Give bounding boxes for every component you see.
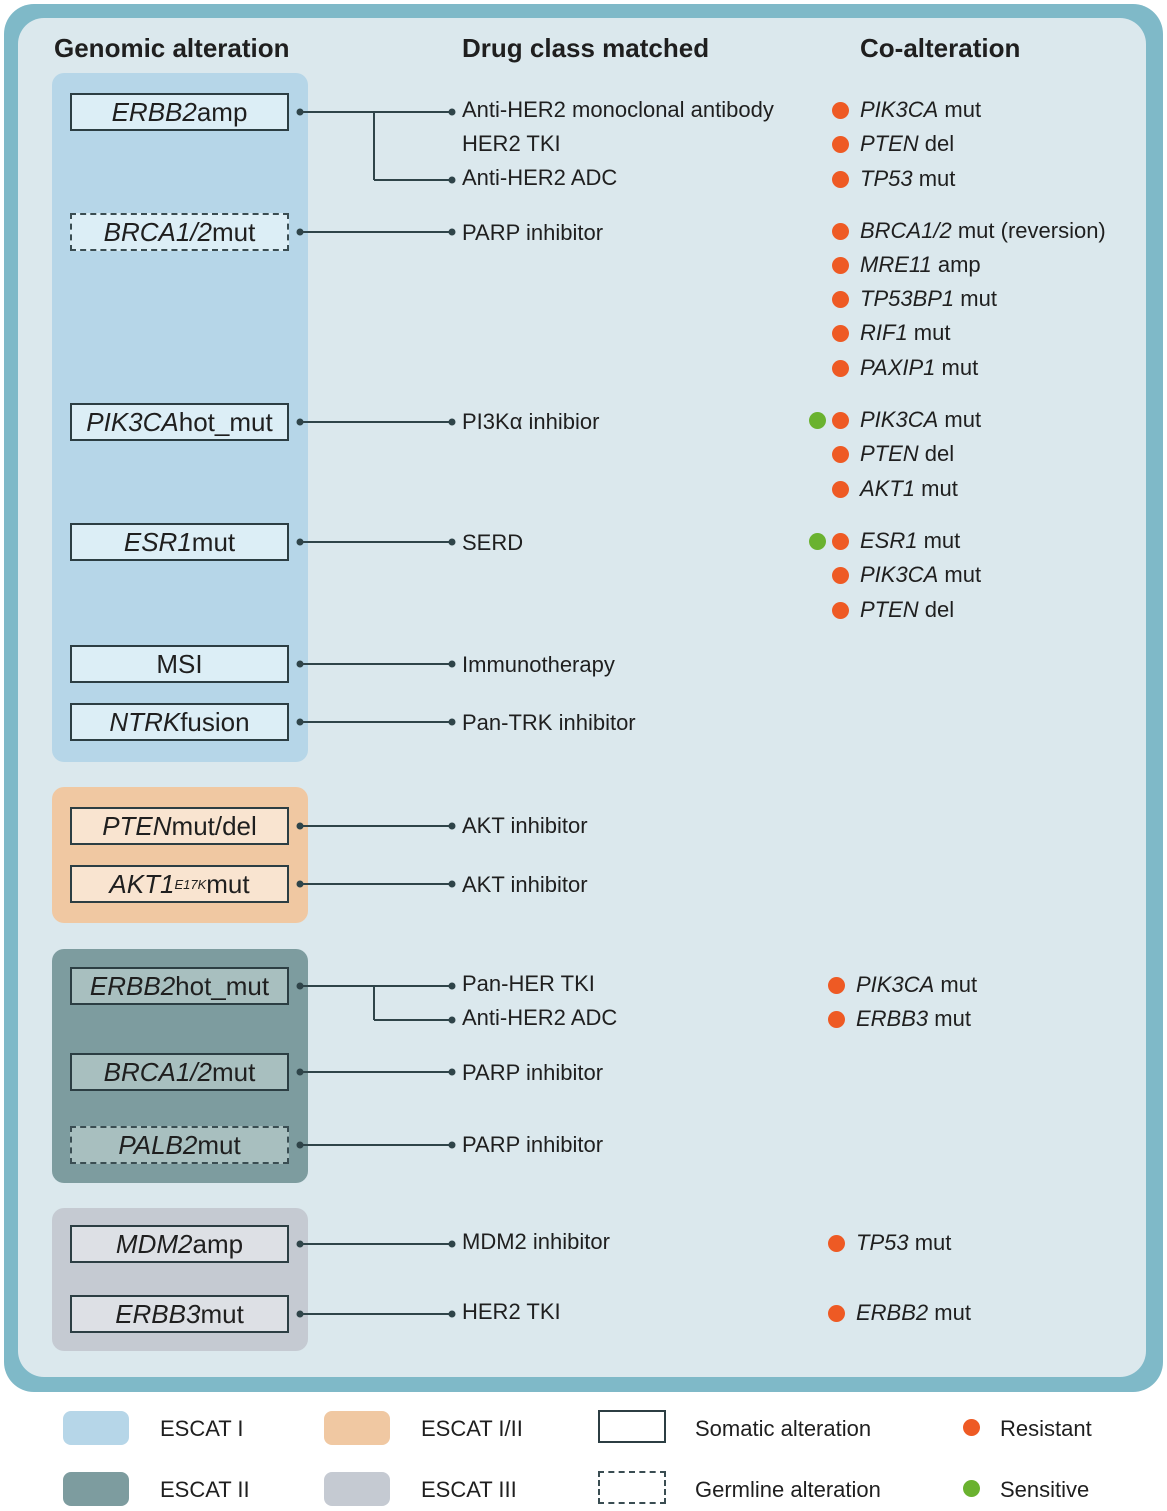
header-co-alteration: Co-alteration (860, 33, 1021, 63)
header-drug-class: Drug class matched (462, 33, 710, 63)
coalt-pten-del: PTEN del (860, 441, 955, 466)
legend-sensitive-dot (963, 1480, 980, 1497)
resistant-dot (832, 257, 849, 274)
coalt-tp53bp1-mut: TP53BP1 mut (860, 286, 997, 311)
coalt-pten-del: PTEN del (860, 597, 955, 622)
box-erbb2-amp: ERBB2 amp (70, 93, 289, 131)
legend-label-escat-2: ESCAT II (160, 1477, 250, 1502)
legend-label-somatic: Somatic alteration (695, 1416, 872, 1441)
resistant-dot (828, 1235, 845, 1252)
resistant-dot (832, 136, 849, 153)
coalt-pik3ca-mut: PIK3CA mut (860, 562, 982, 587)
drug-parp-inhibitor: PARP inhibitor (462, 220, 604, 245)
resistant-dot (832, 567, 849, 584)
legend-label-germline: Germline alteration (695, 1477, 881, 1502)
drug-mdm2-inhibitor: MDM2 inhibitor (462, 1229, 610, 1254)
legend-label-escat-3: ESCAT III (421, 1477, 517, 1502)
coalt-tp53-mut: TP53 mut (856, 1230, 952, 1255)
legend-swatch-escat-1-2 (324, 1411, 390, 1445)
resistant-dot (832, 223, 849, 240)
legend-resistant-dot (963, 1419, 980, 1436)
coalt-erbb2-mut: ERBB2 mut (856, 1300, 971, 1325)
drug-anti-her2-mab: Anti-HER2 monoclonal antibody (462, 97, 774, 122)
box-msi: MSI (70, 645, 289, 683)
coalt-tp53-mut: TP53 mut (860, 166, 956, 191)
drug-pi3k-inhibitor: PI3Kα inhibior (462, 409, 600, 434)
coalt-pik3ca-mut: PIK3CA mut (860, 407, 982, 432)
resistant-dot (832, 360, 849, 377)
coalt-pik3ca-mut: PIK3CA mut (860, 97, 982, 122)
resistant-dot (832, 412, 849, 429)
drug-akt-inhibitor: AKT inhibitor (462, 872, 588, 897)
box-brca12-somatic: BRCA1/2 mut (70, 1053, 289, 1091)
coalt-esr1-mut: ESR1 mut (860, 528, 961, 553)
legend-swatch-germline (598, 1471, 666, 1504)
box-erbb2-hot-mut: ERBB2 hot_mut (70, 967, 289, 1005)
drug-immunotherapy: Immunotherapy (462, 652, 615, 677)
resistant-dot (832, 446, 849, 463)
sensitive-dot (809, 412, 826, 429)
drug-her2-tki: HER2 TKI (462, 131, 561, 156)
drug-parp-inhibitor: PARP inhibitor (462, 1060, 604, 1085)
box-erbb3-mut: ERBB3 mut (70, 1295, 289, 1333)
drug-serd: SERD (462, 530, 524, 555)
resistant-dot (832, 602, 849, 619)
coalt-mre11-amp: MRE11 amp (860, 252, 981, 277)
legend-label-resistant: Resistant (1000, 1416, 1092, 1441)
legend-swatch-escat-3 (324, 1472, 390, 1506)
coalt-akt1-mut: AKT1 mut (860, 476, 958, 501)
resistant-dot (832, 481, 849, 498)
resistant-dot (832, 102, 849, 119)
box-pten-mut-del: PTEN mut/del (70, 807, 289, 845)
box-mdm2-amp: MDM2 amp (70, 1225, 289, 1263)
resistant-dot (832, 171, 849, 188)
legend-swatch-escat-2 (63, 1472, 129, 1506)
legend-swatch-escat-1 (63, 1411, 129, 1445)
box-palb2-germline: PALB2 mut (70, 1126, 289, 1164)
drug-parp-inhibitor: PARP inhibitor (462, 1132, 604, 1157)
coalt-pik3ca-mut: PIK3CA mut (856, 972, 978, 997)
resistant-dot (828, 1011, 845, 1028)
drug-akt-inhibitor: AKT inhibitor (462, 813, 588, 838)
legend-label-sensitive: Sensitive (1000, 1477, 1090, 1502)
resistant-dot (832, 291, 849, 308)
coalt-rif1-mut: RIF1 mut (860, 320, 951, 345)
resistant-dot (828, 1305, 845, 1322)
drug-her2-tki: HER2 TKI (462, 1299, 561, 1324)
sensitive-dot (809, 533, 826, 550)
drug-anti-her2-adc: Anti-HER2 ADC (462, 165, 618, 190)
coalt-paxip1-mut: PAXIP1 mut (860, 355, 979, 380)
coalt-brca12-reversion: BRCA1/2 mut (reversion) (860, 218, 1106, 243)
resistant-dot (828, 977, 845, 994)
box-ntrk-fusion: NTRK fusion (70, 703, 289, 741)
coalt-erbb3-mut: ERBB3 mut (856, 1006, 971, 1031)
box-pik3ca-hot-mut: PIK3CA hot_mut (70, 403, 289, 441)
resistant-dot (832, 325, 849, 342)
legend-label-escat-1-2: ESCAT I/II (421, 1416, 523, 1441)
drug-pan-her-tki: Pan-HER TKI (462, 971, 595, 996)
resistant-dot (832, 533, 849, 550)
legend-label-escat-1: ESCAT I (160, 1416, 244, 1441)
drug-pan-trk-inhibitor: Pan-TRK inhibitor (462, 710, 636, 735)
box-brca12-germline: BRCA1/2 mut (70, 213, 289, 251)
coalt-pten-del: PTEN del (860, 131, 955, 156)
drug-anti-her2-adc: Anti-HER2 ADC (462, 1005, 618, 1030)
legend-swatch-somatic (598, 1410, 666, 1443)
header-genomic-alteration: Genomic alteration (54, 33, 290, 63)
box-esr1-mut: ESR1 mut (70, 523, 289, 561)
connector-lines (296, 108, 456, 1318)
